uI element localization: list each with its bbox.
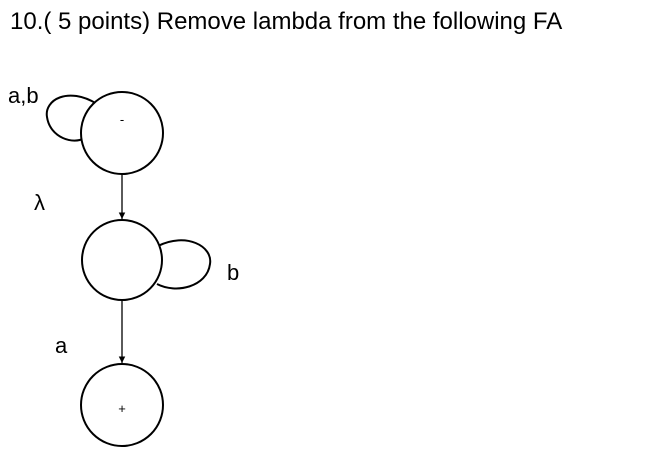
self-loop-q1	[156, 239, 212, 290]
state-q0: -	[80, 91, 164, 175]
transition-q1-q2-label: a	[55, 333, 68, 358]
self-loop-q1-label: b	[227, 260, 239, 285]
state-q0-marker: -	[120, 112, 124, 127]
transition-q0-q1-label: λ	[34, 190, 45, 215]
state-q0-circle	[80, 91, 164, 175]
state-q1-circle	[81, 219, 163, 301]
state-q2-marker: +	[118, 401, 126, 416]
self-loop-q0	[45, 94, 98, 142]
self-loop-q0-label: a,b	[8, 83, 39, 108]
question-title: 10.( 5 points) Remove lambda from the fo…	[10, 8, 563, 35]
state-q1	[81, 219, 163, 301]
state-q2-circle	[80, 363, 164, 447]
state-q2: +	[80, 363, 164, 447]
